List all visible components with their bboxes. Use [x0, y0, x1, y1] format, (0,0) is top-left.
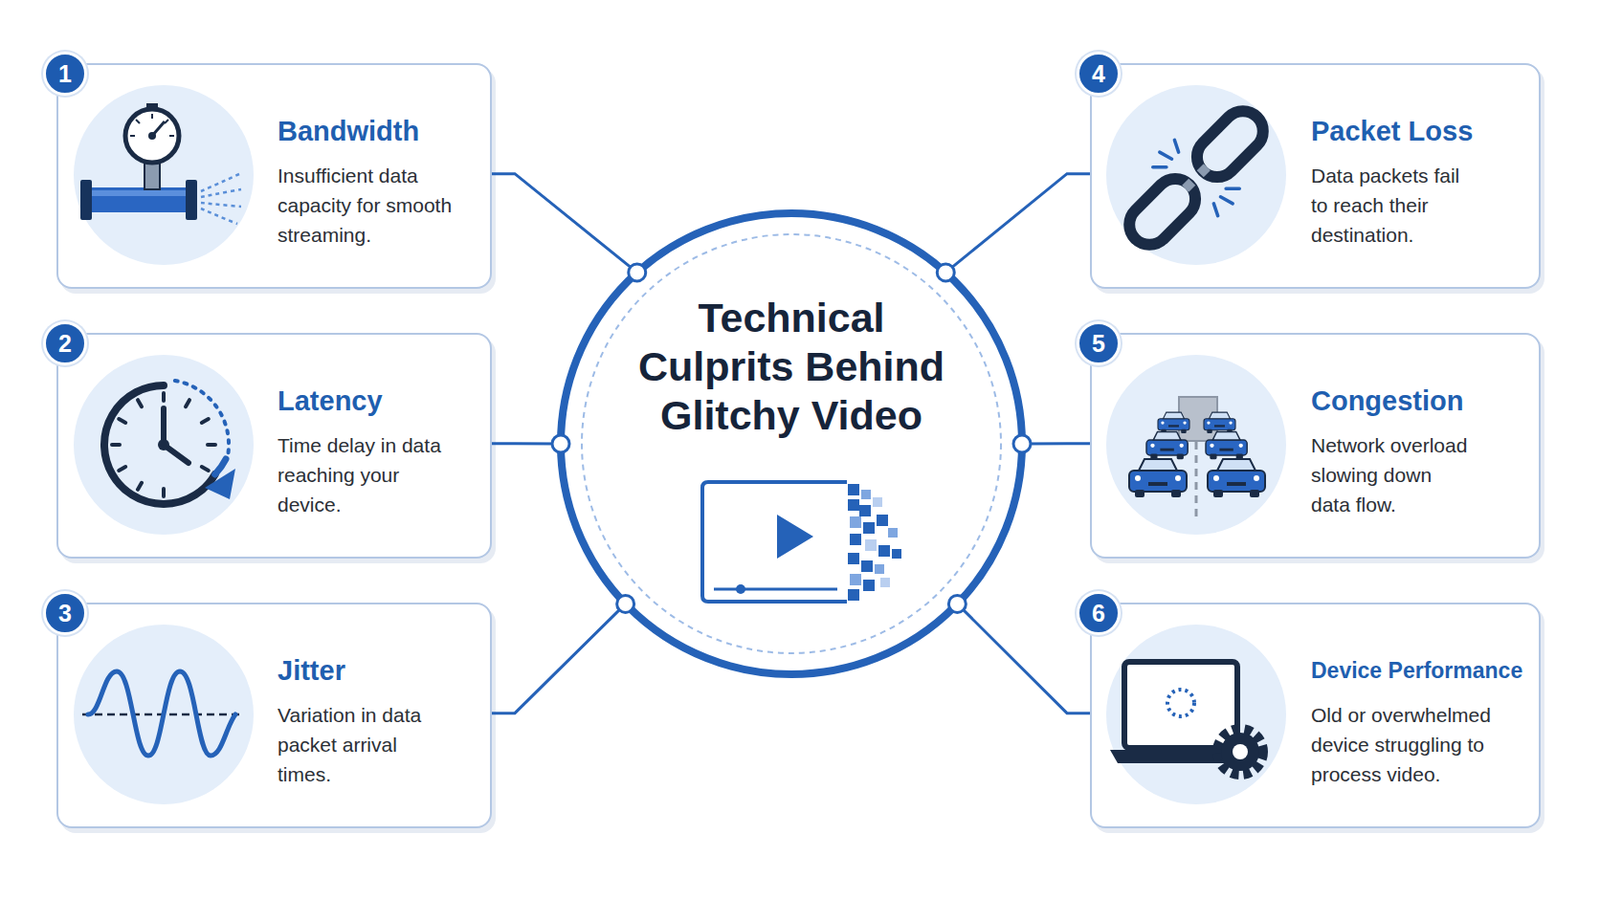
info-box: 1BandwidthInsufficient data capacity for…: [56, 63, 492, 289]
callout-number: 5: [1076, 321, 1121, 366]
connector-line: [1022, 442, 1090, 445]
box-body: Network overload slowing down data flow.: [1311, 430, 1472, 520]
callout-number: 2: [43, 321, 88, 366]
box-heading: Latency: [277, 382, 383, 420]
connector-line: [956, 603, 1090, 713]
box-heading: Jitter: [277, 652, 346, 689]
box-body: Variation in data packet arrival times.: [277, 700, 455, 790]
diagram-title: Technical Culprits Behind Glitchy Video: [628, 293, 955, 441]
connector-line: [491, 603, 626, 713]
hub-circle: Technical Culprits Behind Glitchy Video: [556, 209, 1026, 679]
info-box: 4Packet LossData packets fail to reach t…: [1089, 63, 1541, 289]
box-body: Old or overwhelmed device struggling to …: [1311, 700, 1495, 790]
box-heading: Congestion: [1311, 382, 1465, 420]
callout-number: 1: [43, 51, 88, 96]
connector-line: [491, 174, 638, 273]
info-box: 2LatencyTime delay in data reaching your…: [56, 333, 492, 559]
info-box: 6Device PerformanceOld or overwhelmed de…: [1089, 602, 1541, 829]
connector-line: [945, 174, 1090, 273]
box-heading: Device Performance: [1311, 652, 1523, 689]
info-box: 5CongestionNetwork overload slowing down…: [1089, 333, 1541, 559]
box-body: Insufficient data capacity for smooth st…: [277, 160, 455, 250]
box-body: Time delay in data reaching your device.: [277, 430, 455, 520]
connector-line: [491, 442, 561, 445]
box-body: Data packets fail to reach their destina…: [1311, 160, 1479, 250]
box-heading: Bandwidth: [277, 112, 420, 150]
box-heading: Packet Loss: [1311, 112, 1473, 150]
callout-number: 3: [43, 591, 88, 636]
callout-number: 4: [1076, 51, 1121, 96]
callout-number: 6: [1076, 591, 1121, 636]
info-box: 3JitterVariation in data packet arrival …: [56, 602, 492, 829]
